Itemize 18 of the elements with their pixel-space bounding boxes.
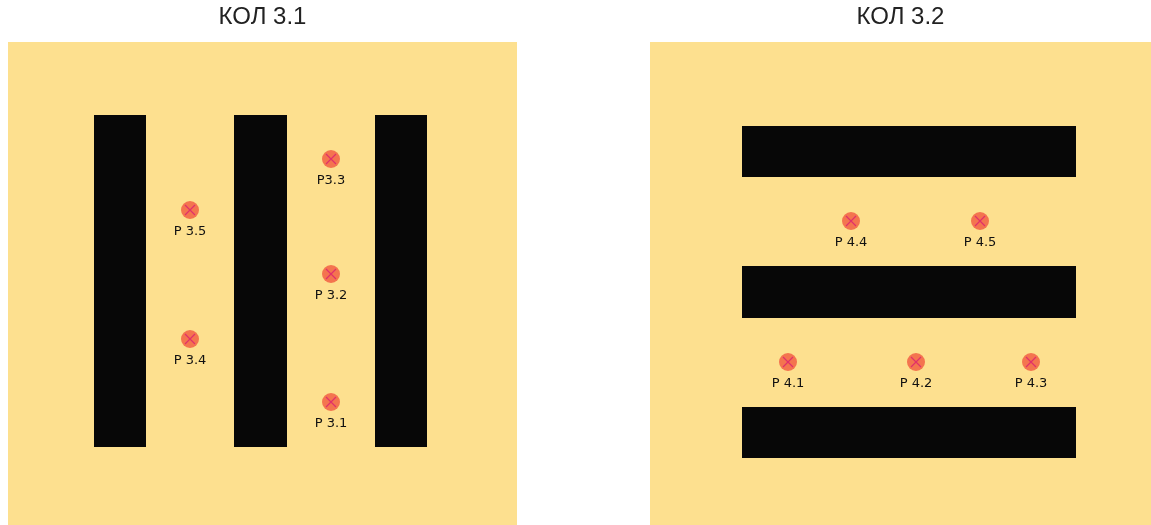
bar-block xyxy=(375,115,427,447)
point-label: Р 4.4 xyxy=(834,234,868,249)
point-label: Р 4.3 xyxy=(1014,375,1048,390)
panel-heading: КОЛ 3.1 xyxy=(218,2,307,30)
point-label: Р 3.2 xyxy=(314,287,348,302)
point-label: Р 4.1 xyxy=(771,375,805,390)
bar-block xyxy=(742,126,1076,177)
bar-block xyxy=(234,115,287,447)
point-label: Р 3.4 xyxy=(173,352,207,367)
bar-block xyxy=(94,115,146,447)
point-label: Р 4.5 xyxy=(963,234,997,249)
point-label: Р3.3 xyxy=(316,172,346,187)
panel-heading: КОЛ 3.2 xyxy=(856,2,945,30)
point-label: Р 3.1 xyxy=(314,415,348,430)
point-label: Р 3.5 xyxy=(173,223,207,238)
point-label: Р 4.2 xyxy=(899,375,933,390)
bar-block xyxy=(742,407,1076,458)
bar-block xyxy=(742,266,1076,318)
